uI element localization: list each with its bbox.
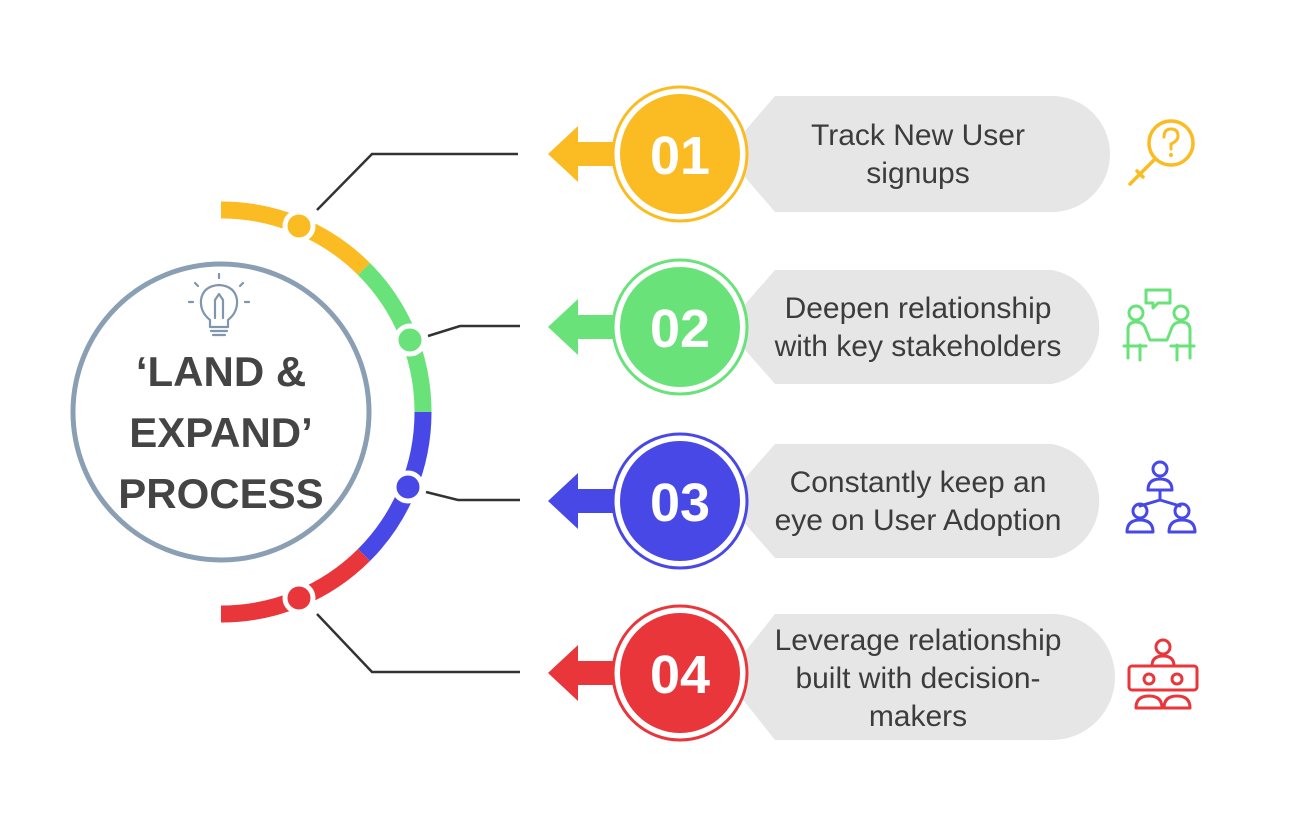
connectors [316, 152, 520, 674]
step-2-line-1: Deepen relationship [785, 292, 1052, 325]
step-2-number: 02 [650, 299, 710, 359]
title-line-1: ‘LAND & [136, 348, 306, 395]
step-4-pill [725, 614, 1115, 740]
step-2-line-2: with key stakeholders [774, 330, 1062, 363]
step-2-arrow [548, 299, 640, 355]
team-hierarchy-icon [1125, 460, 1197, 534]
magnifier-question-icon [1128, 119, 1195, 186]
arc-dots [282, 209, 427, 615]
step-1-badge [620, 94, 740, 214]
connector-1 [316, 152, 518, 211]
connector-3 [425, 490, 520, 502]
title-line-3: PROCESS [118, 470, 323, 517]
step-1-pill [725, 96, 1110, 212]
step-4-line-2: built with decision- [795, 662, 1040, 695]
arc-dot-1 [282, 209, 316, 243]
step-3-number: 03 [650, 473, 710, 533]
step-3-pill [725, 444, 1100, 558]
step-1-arrow [548, 126, 640, 182]
step-4: 04 Leverage relationship built with deci… [548, 604, 1199, 742]
step-1-line-2: signups [866, 157, 969, 190]
conference-table-icon [1127, 638, 1199, 710]
step-4-line-3: makers [869, 700, 967, 733]
lightbulb-pencil-icon [187, 272, 251, 337]
step-1-number: 01 [650, 126, 710, 186]
meeting-people-icon [1122, 288, 1196, 362]
connector-4 [316, 613, 520, 674]
step-3-line-1: Constantly keep an [790, 466, 1047, 499]
arc-dot-2 [393, 323, 427, 357]
step-4-line-1: Leverage relationship [775, 624, 1062, 657]
step-2-pill [725, 270, 1100, 384]
step-1: 01 Track New User signups [548, 85, 1195, 223]
center-circle [70, 261, 372, 563]
arc-dot-3 [391, 470, 425, 504]
connector-2 [427, 324, 520, 338]
arc-dot-4 [282, 581, 316, 615]
step-3-badge [620, 441, 740, 561]
step-3-arrow [548, 473, 640, 529]
title-line-2: EXPAND’ [129, 409, 313, 456]
step-1-line-1: Track New User [811, 119, 1025, 152]
step-2-badge [620, 267, 740, 387]
step-3: 03 Constantly keep an eye on User Adopti… [548, 432, 1197, 570]
step-4-badge [620, 613, 740, 733]
step-2: 02 Deepen relationship with key stakehol… [548, 258, 1196, 396]
step-3-line-2: eye on User Adoption [775, 504, 1062, 537]
step-4-arrow [548, 645, 640, 701]
step-4-number: 04 [650, 645, 710, 705]
